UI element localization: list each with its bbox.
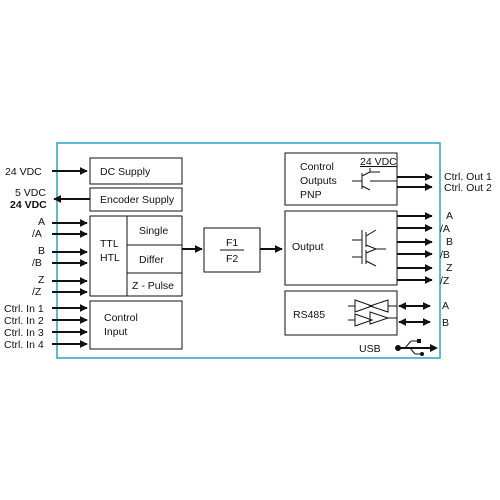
f2-label: F2 <box>226 253 238 265</box>
control-outputs-voltage-label: 24 VDC <box>360 156 397 168</box>
output-z-inv-label: /Z <box>440 275 450 287</box>
input-a-label: A <box>38 216 45 228</box>
output-a-label: A <box>446 210 453 222</box>
input-a-inv-label: /A <box>32 228 42 240</box>
control-outputs-label-1: Control <box>300 161 334 173</box>
encoder-5v-label: 5 VDC <box>15 187 46 199</box>
differ-label: Differ <box>139 254 164 266</box>
input-z-inv-label: /Z <box>32 286 42 298</box>
rs485-label: RS485 <box>293 309 325 321</box>
encoder-supply-label: Encoder Supply <box>100 194 175 206</box>
control-input-label-2: Input <box>104 326 127 338</box>
z-pulse-label: Z - Pulse <box>132 280 174 292</box>
input-b-label: B <box>38 245 45 257</box>
output-driver-icon <box>352 229 386 267</box>
rs485-b-label: B <box>442 317 449 329</box>
dc-supply-block <box>89 157 183 185</box>
output-label: Output <box>292 241 324 253</box>
output-b-inv-label: /B <box>440 249 450 261</box>
encoder-24v-label: 24 VDC <box>10 199 47 211</box>
control-outputs-label-2: Outputs <box>300 175 337 187</box>
control-input-block <box>89 300 183 350</box>
ctrl-in-2-label: Ctrl. In 2 <box>4 315 44 327</box>
ttl-label: TTL <box>100 238 119 250</box>
ctrl-in-4-label: Ctrl. In 4 <box>4 339 44 351</box>
control-outputs-label-3: PNP <box>300 189 322 201</box>
input-z-label: Z <box>38 274 45 286</box>
control-outputs-block <box>284 152 398 206</box>
rs485-block <box>284 290 398 336</box>
output-a-inv-label: /A <box>440 223 450 235</box>
supply-voltage-label: 24 VDC <box>5 166 42 178</box>
ctrl-out-2-label: Ctrl. Out 2 <box>444 182 492 194</box>
pnp-transistor-icon <box>352 168 397 191</box>
input-b-inv-label: /B <box>32 257 42 269</box>
encoder-supply-block <box>89 187 183 212</box>
ctrl-out-1-label: Ctrl. Out 1 <box>444 171 492 183</box>
rs485-transceiver-icon <box>348 299 397 327</box>
rs485-a-label: A <box>442 300 449 312</box>
encoder-interface-block <box>89 215 183 297</box>
ctrl-in-1-label: Ctrl. In 1 <box>4 303 44 315</box>
output-block <box>284 210 398 286</box>
single-label: Single <box>139 225 168 237</box>
ctrl-in-3-label: Ctrl. In 3 <box>4 327 44 339</box>
control-input-label-1: Control <box>104 312 138 324</box>
htl-label: HTL <box>100 252 120 264</box>
output-z-label: Z <box>446 262 453 274</box>
output-b-label: B <box>446 236 453 248</box>
usb-icon <box>395 339 438 356</box>
dc-supply-label: DC Supply <box>100 166 151 178</box>
f1-label: F1 <box>226 237 238 249</box>
usb-label: USB <box>359 343 381 355</box>
